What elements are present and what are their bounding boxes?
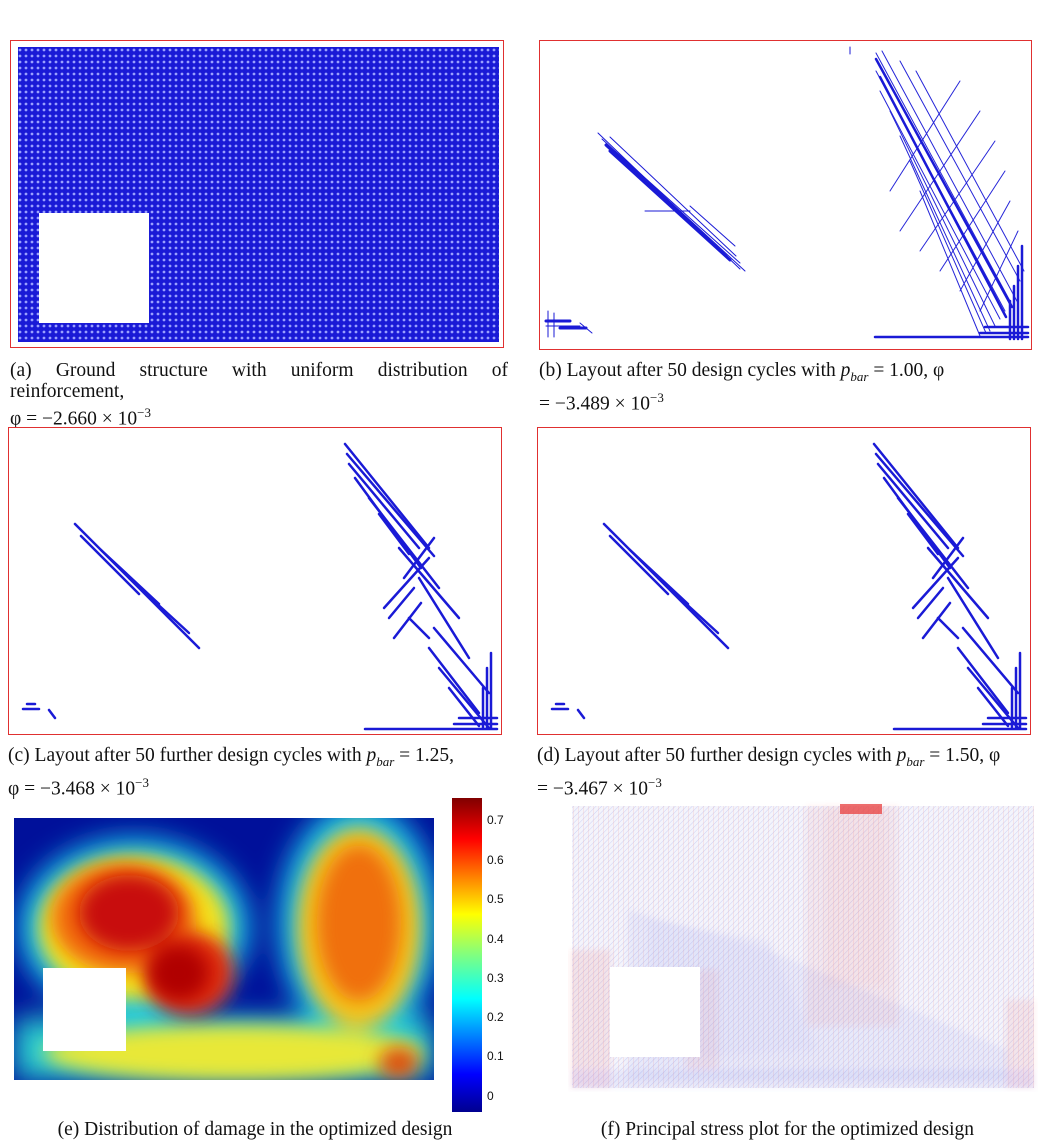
colorbar-tick-0-2: 0.2 (487, 1010, 504, 1024)
panel-b-plot (539, 40, 1032, 350)
caption-exp-b: −3 (650, 389, 664, 405)
caption-math-a: φ = −2.660 × 10 (10, 408, 138, 430)
pbar-symbol-b: p (840, 360, 851, 381)
caption-text-c: Layout after 50 further design cycles wi… (34, 745, 362, 766)
colorbar (452, 798, 482, 1112)
colorbar-tick-0-5: 0.5 (487, 892, 504, 906)
pbar-value-c: = 1.25, (399, 745, 455, 766)
panel-e-plot (14, 818, 434, 1080)
caption-text-e: Distribution of damage in the optimized … (84, 1119, 453, 1140)
caption-tag-e: (e) (57, 1119, 80, 1140)
caption-text-f: Principal stress plot for the optimized … (625, 1119, 975, 1140)
pbar-sub-b: bar (850, 368, 869, 384)
caption-math-d: = −3.467 × 10 (537, 778, 648, 800)
pbar-symbol-c: p (366, 745, 377, 766)
caption-text-d: Layout after 50 further design cycles wi… (564, 745, 892, 766)
caption-tag-b: (b) (539, 360, 562, 381)
caption-exp-d: −3 (648, 774, 662, 790)
layout-c-bars (21, 442, 499, 731)
caption-exp-c: −3 (135, 774, 149, 790)
caption-tag-d: (d) (537, 745, 560, 766)
panel-f-plot (568, 800, 1038, 1092)
pbar-sub-c: bar (376, 753, 395, 769)
colorbar-tick-0-4: 0.4 (487, 932, 504, 946)
pbar-value-d: = 1.50, φ (929, 745, 1001, 766)
colorbar-tick-0-3: 0.3 (487, 971, 504, 985)
principal-stress-plot (572, 804, 1034, 1088)
panel-a-plot (10, 40, 504, 348)
caption-d: (d) Layout after 50 further design cycle… (537, 745, 1035, 799)
colorbar-tick-0: 0 (487, 1089, 494, 1103)
colorbar-gradient (452, 798, 482, 1112)
colorbar-tick-0-6: 0.6 (487, 853, 504, 867)
caption-math-b: = −3.489 × 10 (539, 393, 650, 415)
pbar-symbol-d: p (896, 745, 907, 766)
panel-c-plot (8, 427, 502, 735)
caption-math-c: φ = −3.468 × 10 (8, 778, 136, 800)
caption-exp-a: −3 (137, 405, 151, 420)
damage-heatmap (14, 818, 434, 1080)
caption-f: (f) Principal stress plot for the optimi… (535, 1119, 1040, 1140)
caption-text-b: Layout after 50 design cycles with (566, 360, 836, 381)
layout-d-bars (550, 442, 1028, 731)
layout-b-bars (544, 46, 1030, 341)
caption-tag-f: (f) (600, 1119, 621, 1140)
pbar-sub-d: bar (906, 753, 925, 769)
ground-structure-mesh (18, 47, 499, 342)
caption-a: (a) Ground structure with uniform distri… (10, 360, 508, 430)
caption-e: (e) Distribution of damage in the optimi… (0, 1119, 510, 1140)
colorbar-tick-0-1: 0.1 (487, 1049, 504, 1063)
caption-c: (c) Layout after 50 further design cycle… (8, 745, 506, 799)
caption-tag-a: (a) (10, 360, 32, 381)
colorbar-tick-0-7: 0.7 (487, 813, 504, 827)
caption-tag-c: (c) (8, 745, 30, 766)
caption-text-a: Ground structure with uniform distributi… (10, 360, 509, 402)
panel-d-plot (537, 427, 1031, 735)
pbar-value-b: = 1.00, φ (873, 360, 945, 381)
caption-b: (b) Layout after 50 design cycles with p… (539, 360, 1033, 414)
